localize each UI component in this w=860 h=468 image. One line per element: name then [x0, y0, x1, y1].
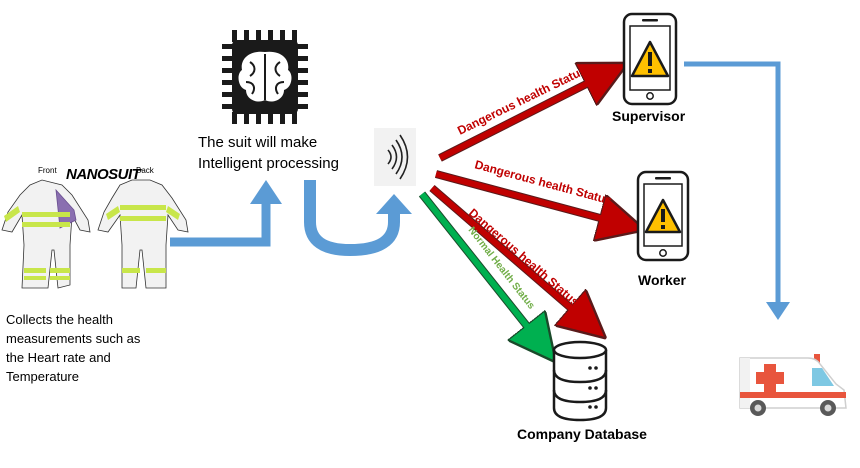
supervisor-phone-icon	[622, 12, 678, 106]
flow-arrow-suit-to-processor	[170, 180, 282, 247]
flow-arrow-processor-to-signal	[304, 180, 412, 257]
suit-back-label: Back	[136, 166, 155, 175]
flow-arrow-supervisor-to-ambulance	[684, 61, 790, 320]
worker-phone-icon	[636, 170, 690, 262]
company-database-label: Company Database	[517, 426, 647, 442]
processing-caption: The suit will make Intelligent processin…	[198, 134, 339, 172]
wireless-signal-icon	[374, 128, 416, 186]
company-database-icon	[552, 340, 608, 422]
ambulance-icon	[739, 354, 847, 416]
suit-front-icon	[1, 179, 91, 289]
suit-back-icon	[97, 179, 189, 289]
link-label-supervisor: Dangerous health Status	[455, 63, 588, 138]
suit-brand: NANOSUIT	[66, 166, 143, 183]
worker-label: Worker	[638, 272, 686, 288]
nanosuit-figure: Front Back NANOSUIT	[1, 166, 189, 289]
brain-chip-icon	[222, 30, 308, 124]
suit-caption: Collects the health measurements such as…	[6, 312, 141, 384]
supervisor-label: Supervisor	[612, 108, 686, 124]
suit-front-label: Front	[38, 166, 57, 175]
